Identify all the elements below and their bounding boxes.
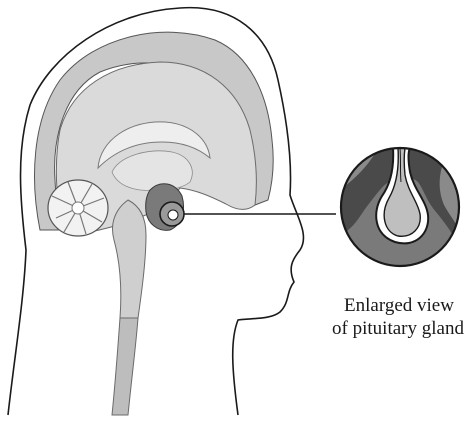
pituitary-gland-core: [168, 210, 178, 220]
cerebellum: [48, 180, 108, 236]
enlarged-view: [340, 148, 460, 268]
caption-line-1: Enlarged view: [330, 295, 468, 317]
caption-line-2: of pituitary gland: [326, 318, 470, 340]
